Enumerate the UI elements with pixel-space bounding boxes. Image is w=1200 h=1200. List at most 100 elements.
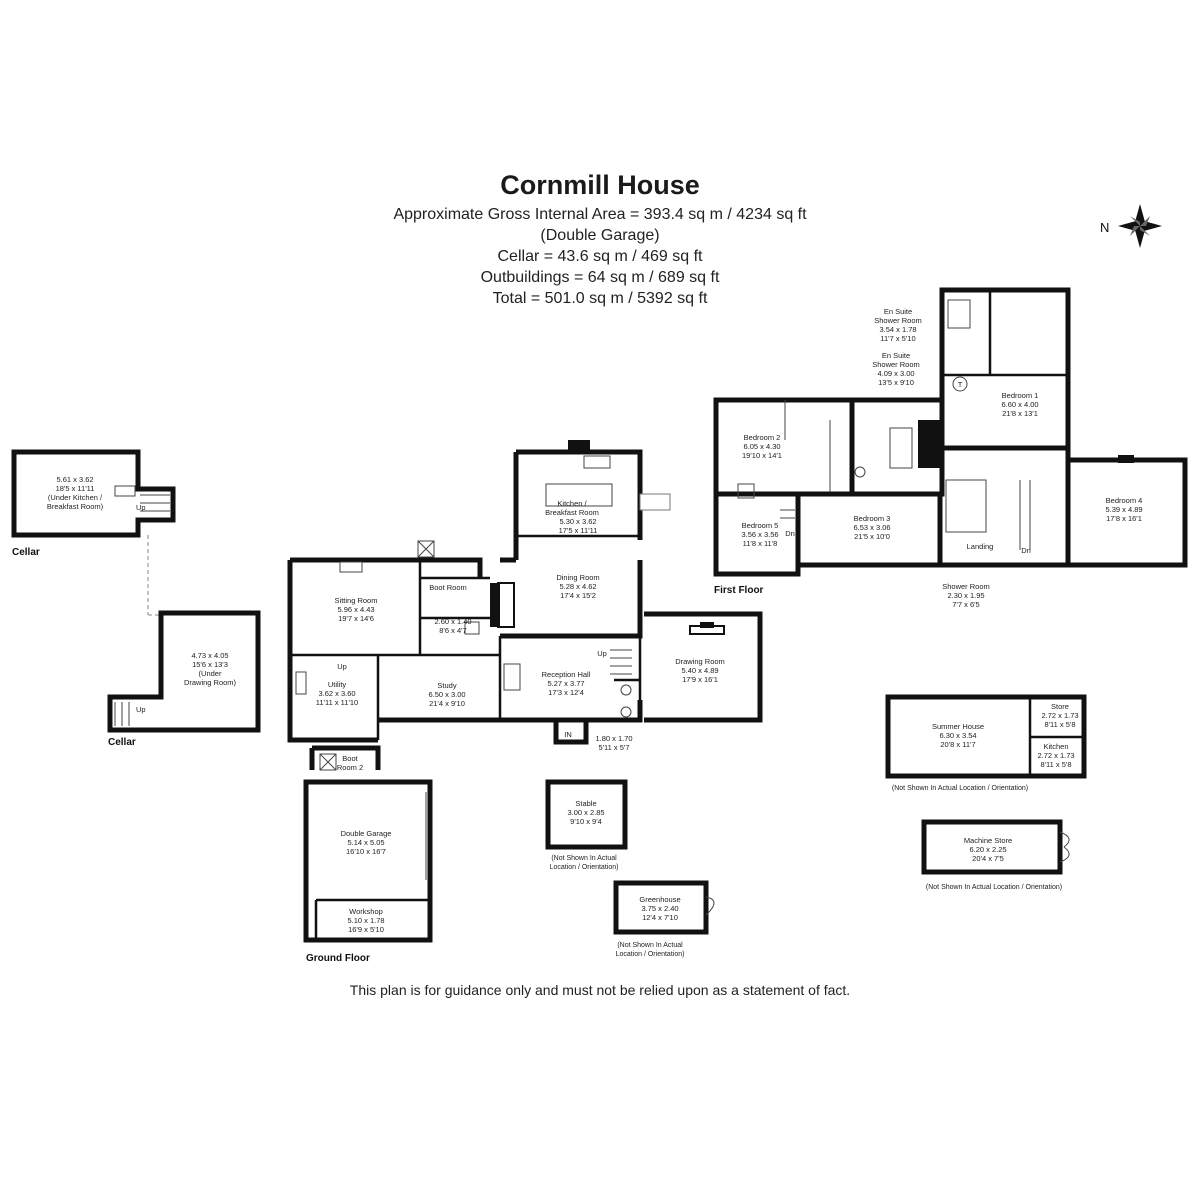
kitchen-outbuilding-dims: 2.72 x 1.73	[1037, 751, 1074, 760]
sitting-label: Sitting Room	[335, 596, 378, 605]
porch-dims: 1.80 x 1.70	[595, 734, 632, 743]
ensuite-1-dims-imperial: 11'7 x 5'10	[880, 334, 915, 343]
ground-floor-label: Ground Floor	[306, 953, 370, 964]
bedroom-5-stair-dn: Dn	[785, 529, 795, 538]
machine-store-plan	[921, 819, 1070, 875]
machine-store-label: Machine Store	[964, 836, 1012, 845]
bedroom-2-dims-imperial: 19'10 x 14'1	[742, 451, 782, 460]
garage-note-line: (Double Garage)	[540, 227, 660, 244]
store-dims-imperial: 8'6 x 4'7	[439, 626, 466, 635]
tank-marker: T	[958, 380, 963, 389]
outbuildings-area-line: Outbuildings = 64 sq m / 689 sq ft	[480, 269, 720, 286]
ensuite-2-dims: 4.09 x 3.00	[877, 369, 914, 378]
drawing-room-dims: 5.40 x 4.89	[681, 666, 718, 675]
kitchen-dims: 5.30 x 3.62	[559, 517, 596, 526]
porch-dims-imperial: 5'11 x 5'7	[598, 743, 629, 752]
machine-store-note: (Not Shown In Actual Location / Orientat…	[926, 884, 1062, 891]
study-dims: 6.50 x 3.00	[428, 690, 465, 699]
workshop-dims-imperial: 16'9 x 5'10	[348, 925, 384, 934]
landing-stair-dn: Dn	[1021, 546, 1031, 555]
ensuite-1-label: En Suite	[884, 307, 912, 316]
stable-note-2: Location / Orientation)	[550, 864, 619, 871]
ensuite-2-dims-imperial: 13'5 x 9'10	[878, 378, 914, 387]
store-dims: 2.60 x 1.40	[434, 617, 471, 626]
dining-label: Dining Room	[556, 573, 599, 582]
study-dims-imperial: 21'4 x 9'10	[429, 699, 465, 708]
kitchen-outbuilding-dims-imperial: 8'11 x 5'8	[1040, 760, 1071, 769]
sitting-dims-imperial: 19'7 x 14'6	[338, 614, 374, 623]
kitchen-outbuilding-label: Kitchen	[1043, 742, 1068, 751]
ensuite-1-label-2: Shower Room	[874, 316, 922, 325]
cellar-drawing-dims-imperial: 15'6 x 13'3	[192, 660, 228, 669]
drawing-room-label: Drawing Room	[675, 657, 725, 666]
first-floor-plan	[713, 287, 1188, 577]
stable-dims-imperial: 9'10 x 9'4	[570, 817, 602, 826]
first-floor-label: First Floor	[714, 585, 764, 596]
total-area-line: Total = 501.0 sq m / 5392 sq ft	[492, 290, 708, 307]
sitting-dims: 5.96 x 4.43	[337, 605, 374, 614]
summer-house-dims-imperial: 20'8 x 11'7	[940, 740, 975, 749]
boot-room-2-label-2: Room 2	[337, 763, 363, 772]
greenhouse-label: Greenhouse	[639, 895, 680, 904]
bedroom-3-label: Bedroom 3	[854, 514, 891, 523]
cellar-label-2: Cellar	[108, 737, 136, 748]
summer-house-plan	[885, 694, 1087, 779]
store-outbuilding-label: Store	[1051, 702, 1069, 711]
gross-area-line: Approximate Gross Internal Area = 393.4 …	[393, 206, 807, 223]
kitchen-dims-imperial: 17'5 x 11'11	[559, 526, 598, 535]
utility-stair-up: Up	[337, 662, 347, 671]
ensuite-1-dims: 3.54 x 1.78	[879, 325, 916, 334]
shower-room-dims-imperial: 7'7 x 6'5	[952, 600, 979, 609]
cellar-kitchen-note: (Under Kitchen /	[48, 493, 103, 502]
kitchen-label-2: Breakfast Room	[545, 508, 599, 517]
utility-dims: 3.62 x 3.60	[318, 689, 355, 698]
dining-dims-imperial: 17'4 x 15'2	[560, 591, 596, 600]
kitchen-label: Kitchen /	[557, 499, 587, 508]
workshop-label: Workshop	[349, 907, 383, 916]
utility-dims-imperial: 11'11 x 11'10	[316, 698, 358, 707]
compass-north-label: N	[1100, 220, 1109, 235]
cellar-2-stair-up: Up	[136, 705, 146, 714]
bedroom-1-label: Bedroom 1	[1002, 391, 1039, 400]
reception-label: Reception Hall	[542, 670, 591, 679]
cellar-drawing-plan	[107, 610, 261, 733]
drawing-room-dims-imperial: 17'9 x 16'1	[682, 675, 718, 684]
stable-plan	[545, 779, 628, 850]
summer-house-dims: 6.30 x 3.54	[939, 731, 976, 740]
utility-label: Utility	[328, 680, 347, 689]
ground-floor-plan	[287, 440, 763, 943]
stable-note: (Not Shown In Actual	[551, 855, 617, 862]
cellar-drawing-dims: 4.73 x 4.05	[191, 651, 228, 660]
cellar-area-line: Cellar = 43.6 sq m / 469 sq ft	[497, 248, 703, 265]
ensuite-2-label: En Suite	[882, 351, 910, 360]
greenhouse-dims-imperial: 12'4 x 7'10	[642, 913, 678, 922]
cellar-kitchen-dims-imperial: 18'5 x 11'11	[56, 484, 95, 493]
stable-dims: 3.00 x 2.85	[567, 808, 604, 817]
summer-house-note: (Not Shown In Actual Location / Orientat…	[892, 785, 1028, 792]
bedroom-5-dims-imperial: 11'8 x 11'8	[743, 539, 778, 548]
reception-dims: 5.27 x 3.77	[547, 679, 584, 688]
bedroom-3-dims: 6.53 x 3.06	[853, 523, 890, 532]
bedroom-4-dims-imperial: 17'8 x 16'1	[1106, 514, 1142, 523]
store-outbuilding-dims: 2.72 x 1.73	[1041, 711, 1078, 720]
workshop-dims: 5.10 x 1.78	[347, 916, 384, 925]
bedroom-4-dims: 5.39 x 4.89	[1105, 505, 1142, 514]
stable-label: Stable	[575, 799, 596, 808]
disclaimer-text: This plan is for guidance only and must …	[349, 982, 851, 998]
store-outbuilding-dims-imperial: 8'11 x 5'8	[1044, 720, 1075, 729]
study-label: Study	[437, 681, 456, 690]
landing-label: Landing	[967, 542, 994, 551]
cellar-kitchen-dims: 5.61 x 3.62	[56, 475, 93, 484]
plan-title: Cornmill House	[500, 170, 700, 200]
shower-room-label: Shower Room	[942, 582, 990, 591]
reception-dims-imperial: 17'3 x 12'4	[548, 688, 584, 697]
bedroom-3-dims-imperial: 21'5 x 10'0	[854, 532, 890, 541]
greenhouse-note: (Not Shown In Actual	[617, 942, 683, 949]
bedroom-4-label: Bedroom 4	[1106, 496, 1143, 505]
greenhouse-dims: 3.75 x 2.40	[641, 904, 678, 913]
cellar-kitchen-plan	[11, 449, 176, 538]
summer-house-label: Summer House	[932, 722, 984, 731]
cellar-drawing-note-2: Drawing Room)	[184, 678, 237, 687]
garage-label: Double Garage	[341, 829, 392, 838]
machine-store-dims-imperial: 20'4 x 7'5	[972, 854, 1004, 863]
